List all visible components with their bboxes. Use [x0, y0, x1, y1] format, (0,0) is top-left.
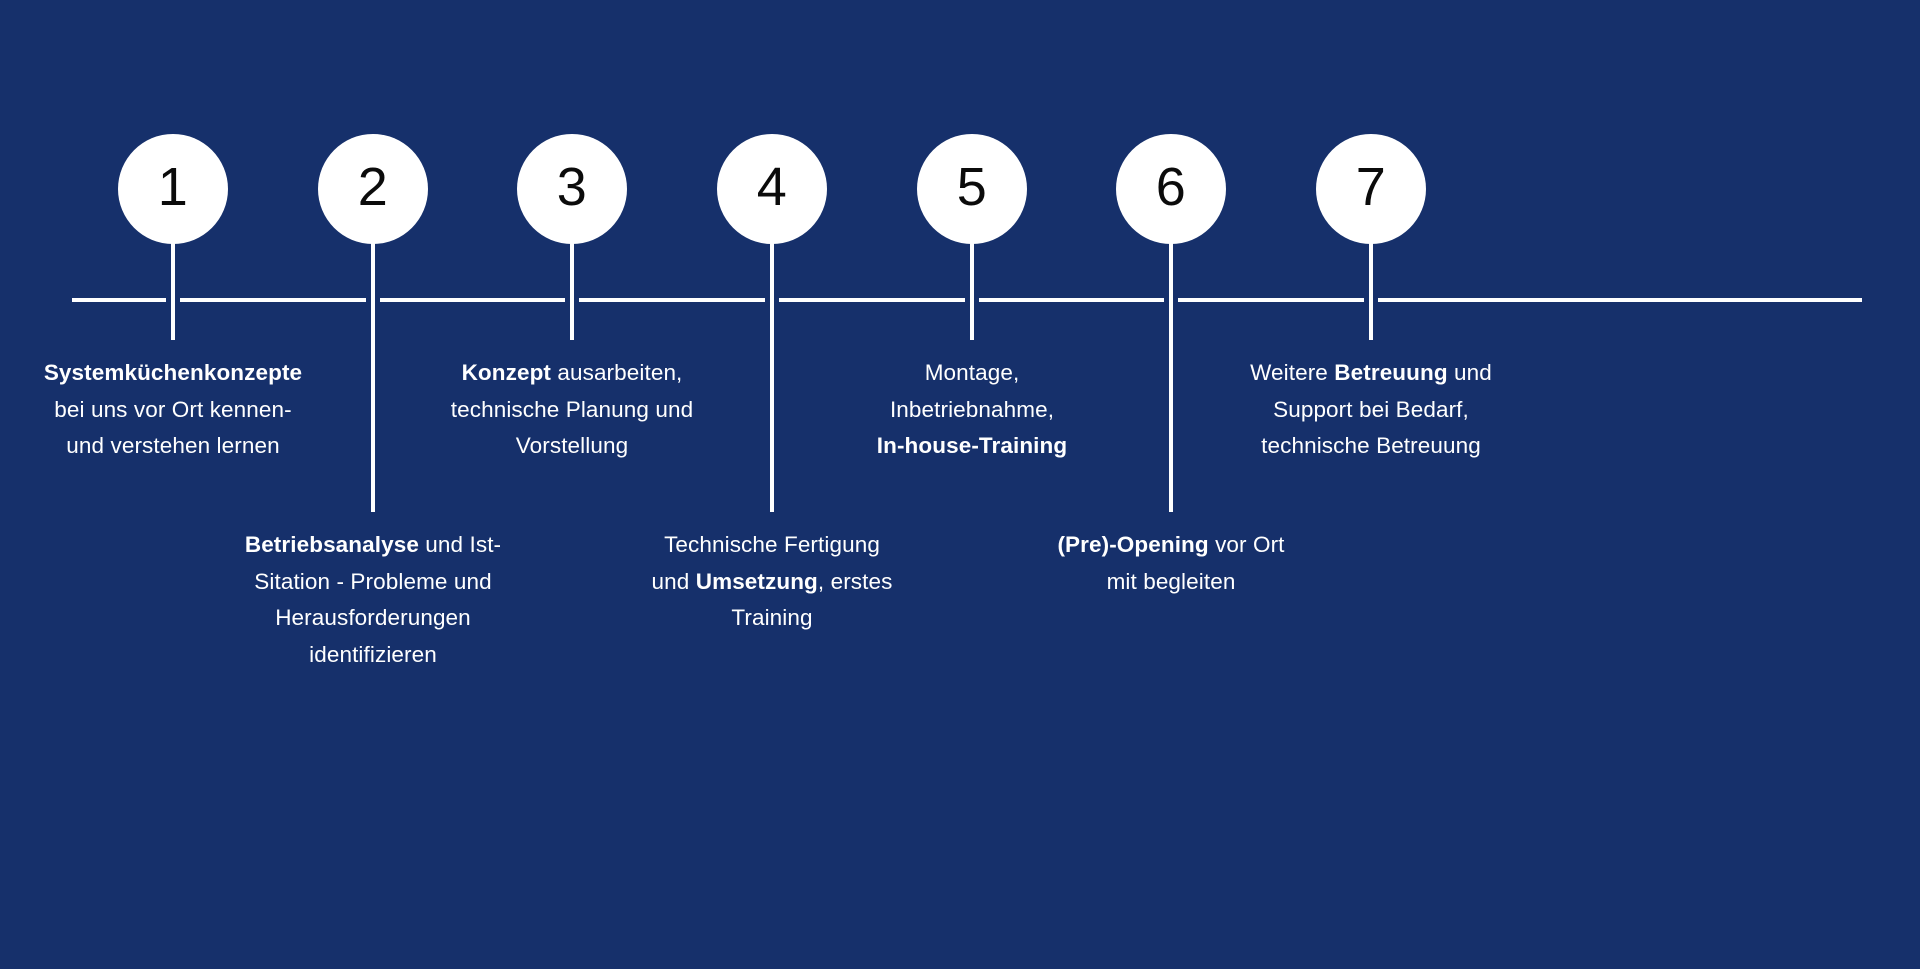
label-line: Montage,: [807, 355, 1137, 392]
timeline-step-label-1: Systemküchenkonzepte bei uns vor Ort kenn…: [8, 355, 338, 465]
label-line: identifizieren: [208, 637, 538, 674]
label-text: Support bei Bedarf,: [1273, 396, 1469, 422]
timeline-node-1[interactable]: 1: [118, 134, 228, 244]
label-line: Training: [607, 600, 937, 637]
label-line: Systemküchenkonzepte: [8, 355, 338, 392]
label-line: Weitere Betreuung und: [1206, 355, 1536, 392]
label-emphasis: Systemküchenkonzepte: [43, 360, 303, 385]
label-text: technische Planung und: [450, 396, 694, 422]
timeline-step-label-2: Betriebsanalyse und Ist- Sitation - Probl…: [208, 527, 538, 673]
label-emphasis: Konzept: [461, 360, 552, 385]
label-line: In-house-Training: [807, 428, 1137, 465]
timeline-connector-stem-2: [371, 240, 375, 512]
timeline-node-6[interactable]: 6: [1116, 134, 1226, 244]
timeline-connector-stem-1: [171, 240, 175, 340]
label-line: Inbetriebnahme,: [807, 392, 1137, 429]
timeline-node-3[interactable]: 3: [517, 134, 627, 244]
label-text: und Ist-: [418, 532, 502, 557]
label-text: Inbetriebnahme,: [889, 396, 1055, 422]
timeline-node-number: 3: [556, 157, 588, 217]
label-text: mit begleiten: [1106, 568, 1236, 594]
label-text: Training: [731, 605, 813, 630]
label-line: Konzept ausarbeiten,: [407, 355, 737, 392]
timeline-node-7[interactable]: 7: [1316, 134, 1426, 244]
label-emphasis: Betriebsanalyse: [244, 532, 419, 557]
label-line: technische Planung und: [407, 392, 737, 429]
label-emphasis: -Training: [971, 433, 1068, 458]
label-text: Herausforderungen: [275, 605, 471, 630]
label-text: und: [1447, 360, 1492, 385]
timeline-node-5[interactable]: 5: [917, 134, 1027, 244]
timeline-rail-segment: [779, 298, 965, 302]
timeline-rail-segment: [579, 298, 765, 302]
label-text: Vorstellung: [515, 433, 629, 458]
timeline-rail-segment: [380, 298, 565, 302]
label-emphasis: In-house: [876, 433, 972, 458]
timeline-rail-segment: [72, 298, 166, 302]
label-text: und verstehen lernen: [66, 433, 280, 458]
label-line: Support bei Bedarf,: [1206, 392, 1536, 429]
label-line: Sitation - Probleme und: [208, 564, 538, 601]
timeline-connector-stem-7: [1369, 240, 1373, 340]
timeline-connector-stem-5: [970, 240, 974, 340]
label-text: vor Ort: [1208, 532, 1285, 557]
timeline-node-number: 6: [1155, 157, 1187, 217]
label-line: technische Betreuung: [1206, 428, 1536, 465]
label-text: ausarbeiten,: [551, 360, 683, 385]
timeline-node-2[interactable]: 2: [318, 134, 428, 244]
label-line: Technische Fertigung: [607, 527, 937, 564]
label-text: , erstes: [817, 568, 893, 594]
label-emphasis: Betreuung: [1334, 360, 1448, 385]
label-text: und: [651, 568, 696, 594]
label-text: Weitere: [1250, 360, 1335, 385]
label-line: und Umsetzung, erstes: [607, 564, 937, 601]
timeline-rail-segment: [1378, 298, 1862, 302]
timeline-rail-segment: [180, 298, 366, 302]
label-line: und verstehen lernen: [8, 428, 338, 465]
timeline-step-label-4: Technische Fertigung und Umsetzung, erste…: [607, 527, 937, 637]
timeline-rail-segment: [1178, 298, 1364, 302]
label-emphasis: Umsetzung: [695, 568, 818, 594]
timeline-connector-stem-3: [570, 240, 574, 340]
timeline-connector-stem-4: [770, 240, 774, 512]
label-text: Technische Fertigung: [664, 532, 880, 557]
label-text: Montage,: [924, 360, 1020, 385]
label-text: technische Betreuung: [1261, 433, 1481, 458]
label-text: identifizieren: [309, 641, 437, 667]
label-line: Betriebsanalyse und Ist-: [208, 527, 538, 564]
label-emphasis: (Pre)-Opening: [1057, 532, 1209, 557]
timeline-node-number: 2: [357, 157, 389, 217]
label-line: bei uns vor Ort kennen-: [8, 392, 338, 429]
timeline-node-number: 7: [1355, 157, 1387, 217]
timeline-step-label-5: Montage, Inbetriebnahme, In-house-Training: [807, 355, 1137, 465]
label-line: Herausforderungen: [208, 600, 538, 637]
timeline-step-label-6: (Pre)-Opening vor Ort mit begleiten: [1006, 527, 1336, 600]
timeline-node-number: 4: [756, 157, 788, 217]
label-line: Vorstellung: [407, 428, 737, 465]
timeline-node-4[interactable]: 4: [717, 134, 827, 244]
timeline-step-label-3: Konzept ausarbeiten, technische Planung u…: [407, 355, 737, 465]
label-text: bei uns vor Ort kennen-: [54, 396, 292, 422]
timeline-connector-stem-6: [1169, 240, 1173, 512]
label-text: Sitation - Probleme und: [254, 568, 492, 594]
timeline-rail-segment: [979, 298, 1164, 302]
label-line: mit begleiten: [1006, 564, 1336, 601]
label-line: (Pre)-Opening vor Ort: [1006, 527, 1336, 564]
timeline-node-number: 1: [157, 157, 189, 217]
timeline-node-number: 5: [956, 157, 988, 217]
